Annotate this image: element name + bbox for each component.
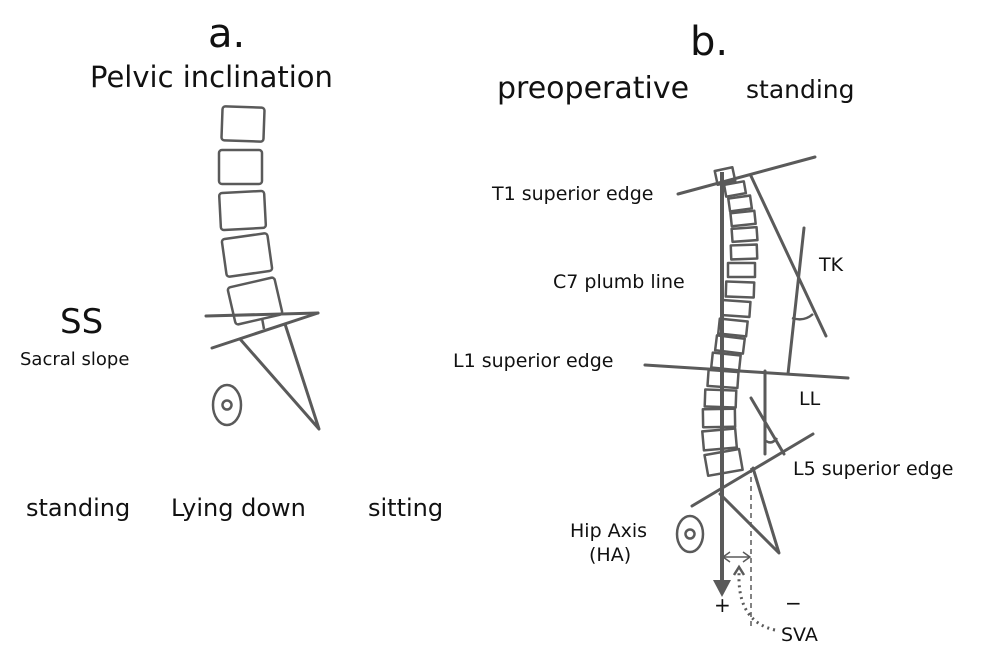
horizontal-reference-line (204, 311, 320, 318)
position-standing: standing (26, 494, 131, 522)
ll-angle-arc (765, 437, 779, 444)
ss-angle-arc (260, 317, 266, 330)
panel-a-letter: a. (208, 11, 246, 57)
label-sva: SVA (781, 624, 818, 646)
label-l5-superior-edge: L5 superior edge (793, 458, 954, 480)
sva-pointer-arrowhead-icon (732, 564, 746, 576)
l1-perpendicular-line (786, 226, 806, 376)
panel-a-spine (217, 105, 284, 326)
vertebra (217, 189, 268, 232)
panel-b-right-title: standing (746, 75, 855, 104)
panel-b-left-title: preoperative (497, 71, 690, 106)
label-hip-axis: Hip Axis (570, 520, 648, 542)
vertebra (220, 105, 266, 143)
label-tk: TK (819, 254, 844, 276)
label-plus: + (714, 593, 731, 617)
label-hip-axis-abbrev: (HA) (589, 544, 632, 566)
panel-b-letter: b. (690, 19, 729, 65)
label-t1-superior-edge: T1 superior edge (492, 183, 654, 205)
femoral-head-icon (675, 514, 705, 554)
label-minus: − (785, 591, 802, 615)
sacral-endplate-line (210, 311, 320, 350)
l1-superior-edge-line (643, 363, 850, 380)
sacrum-outline (718, 466, 781, 555)
vertebra-t1 (713, 166, 737, 186)
vertebra (217, 148, 264, 186)
sva-pointer-dotted-line (737, 570, 776, 632)
panel-b-lines (643, 155, 850, 632)
sacrum-outline (238, 322, 321, 431)
vertebra (220, 232, 274, 278)
vertebra (226, 276, 284, 326)
label-l1-superior-edge: L1 superior edge (453, 350, 614, 372)
label-ll: LL (799, 388, 821, 410)
plumb-arrowhead-icon (713, 580, 731, 597)
hip-center-icon (684, 528, 696, 540)
tk-angle-arc (791, 313, 814, 321)
hip-center-icon (221, 399, 233, 411)
t1-superior-edge-line (676, 155, 817, 196)
femoral-head-icon (211, 383, 243, 427)
panel-a-sacrum (204, 311, 321, 431)
ll-reference-line (749, 396, 786, 456)
label-c7-plumb-line: C7 plumb line (553, 271, 685, 293)
position-lying-down: Lying down (171, 494, 306, 522)
panel-a-title: Pelvic inclination (90, 60, 333, 94)
ss-abbrev: SS (60, 302, 104, 342)
panel-b-spine (701, 166, 759, 478)
position-sitting: sitting (368, 494, 444, 522)
ss-label: Sacral slope (20, 349, 130, 370)
sva-arrow-left-icon (721, 551, 731, 563)
sva-arrow-right-icon (742, 551, 752, 563)
t1-perpendicular-line (749, 174, 828, 338)
